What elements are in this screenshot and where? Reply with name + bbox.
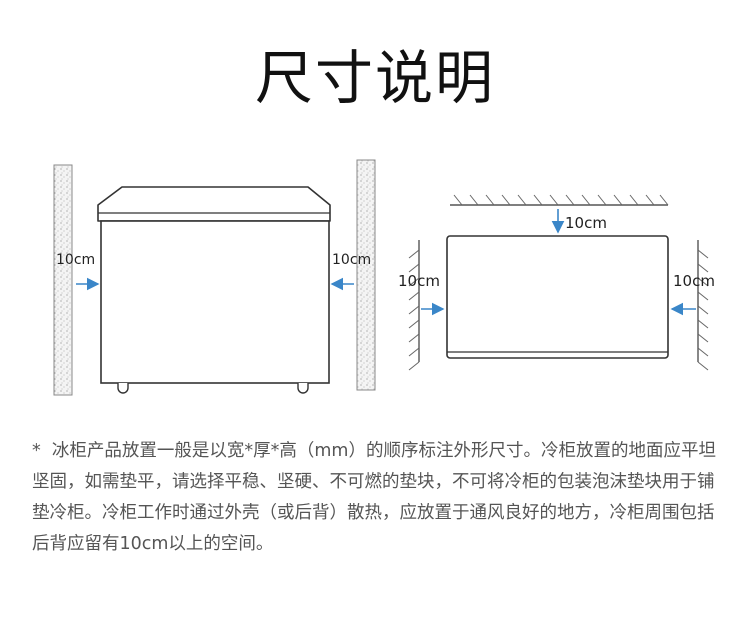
clearance-label-right: 10cm bbox=[332, 252, 371, 268]
freezer-foot-right bbox=[297, 383, 309, 394]
freezer-foot-left bbox=[117, 383, 129, 394]
left-wall bbox=[53, 164, 73, 396]
clearance-label-side-left: 10cm bbox=[398, 272, 440, 290]
clearance-label-left: 10cm bbox=[56, 252, 95, 268]
freezer-lid bbox=[97, 186, 331, 222]
freezer-top bbox=[446, 235, 669, 359]
right-wall bbox=[356, 159, 376, 391]
page-title: 尺寸说明 bbox=[254, 44, 495, 112]
freezer-body bbox=[100, 220, 330, 384]
top-view: 10cm 10cm 10cm bbox=[398, 194, 715, 371]
installation-note: * 冰柜产品放置一般是以宽*厚*高（mm）的顺序标注外形尺寸。冷柜放置的地面应平… bbox=[32, 441, 716, 554]
clearance-label-side-right: 10cm bbox=[673, 272, 715, 290]
front-view: 10cm 10cm bbox=[53, 159, 376, 396]
clearance-label-top: 10cm bbox=[565, 214, 607, 232]
clearance-diagram: 10cm 10cm bbox=[53, 159, 715, 396]
